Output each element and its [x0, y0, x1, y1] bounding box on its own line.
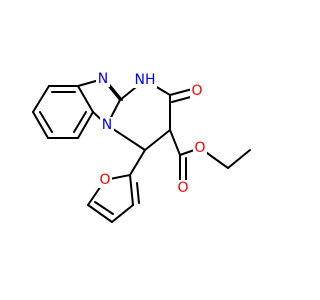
atom-o-ester: O	[193, 140, 207, 156]
bond	[129, 149, 146, 176]
atom-label: O	[99, 172, 110, 188]
atom-label: N	[102, 117, 112, 133]
atom-n-imine: N	[96, 71, 110, 87]
double-bond-inner	[107, 82, 123, 101]
atom-nh: NH	[133, 72, 157, 88]
atom-n-bridge: N	[100, 117, 114, 133]
bond	[144, 129, 171, 151]
bond	[77, 111, 94, 139]
pyrimidine-ring	[106, 79, 171, 151]
bond	[77, 85, 94, 113]
atom-label: N	[98, 71, 108, 87]
bond	[129, 174, 134, 206]
atom-o-furan: O	[98, 172, 112, 188]
furan-ring	[87, 149, 146, 223]
double-bond-inner	[73, 111, 87, 133]
bond	[227, 149, 251, 169]
bond	[32, 111, 49, 139]
structure-canvas: N NH N O O O O	[32, 71, 251, 223]
atom-o-carbonyl: O	[190, 83, 204, 99]
molecule-structure: N NH N O O O O	[32, 71, 251, 223]
atom-label: O	[194, 140, 205, 156]
double-bond-inner	[136, 182, 140, 204]
bond	[111, 204, 134, 223]
atom-label: NH	[135, 72, 156, 88]
benzene-ring	[32, 85, 94, 139]
atom-label: O	[191, 83, 202, 99]
atom-label: O	[177, 180, 188, 196]
ethyl-ester-group	[169, 129, 251, 186]
bond	[87, 204, 113, 223]
bond	[169, 129, 181, 156]
bond	[32, 85, 50, 113]
atom-o-ester-carbonyl: O	[176, 180, 190, 196]
double-bond-inner	[39, 111, 53, 133]
double-bond-inner	[94, 201, 114, 215]
